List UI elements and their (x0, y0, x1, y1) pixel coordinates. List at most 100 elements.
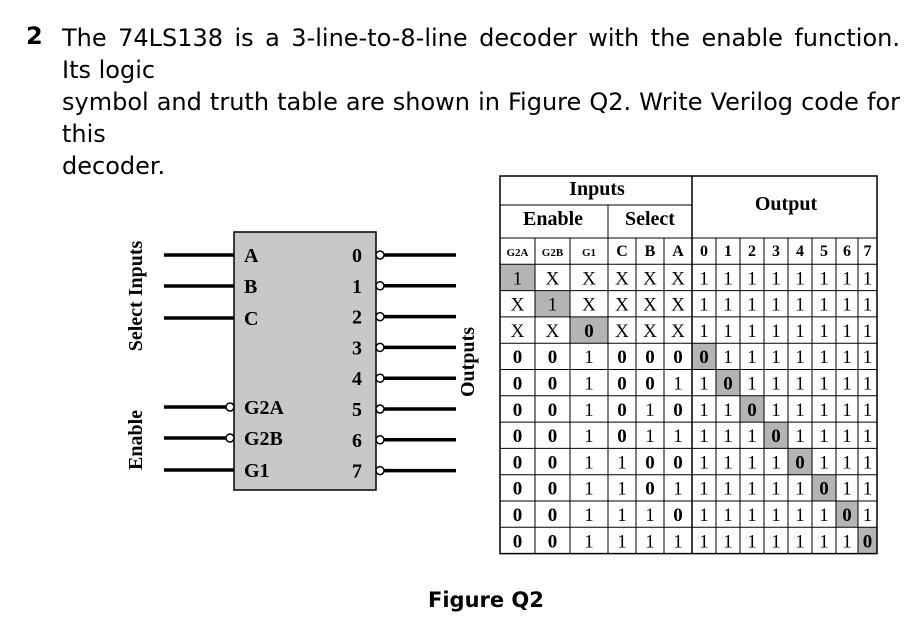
table-cell: 0 (699, 347, 709, 368)
table-cell: 1 (819, 452, 829, 473)
inversion-bubble (225, 402, 235, 412)
table-cell: 0 (513, 426, 523, 447)
table-cell: 0 (548, 347, 558, 368)
inputs-header: Inputs (569, 178, 625, 200)
input-label-g2a: G2A (244, 397, 285, 419)
question-line-1: The 74LS138 is a 3-line-to-8-line decode… (62, 24, 900, 84)
table-cell: 1 (795, 347, 805, 368)
table-cell: 1 (699, 321, 709, 342)
table-cell: 1 (863, 374, 873, 395)
table-cell: 1 (842, 479, 852, 500)
table-cell: 1 (863, 426, 873, 447)
output-label-5: 5 (352, 399, 362, 421)
table-cell: 1 (673, 426, 683, 447)
table-cell: X (671, 268, 685, 289)
column-header-0: 0 (700, 243, 708, 260)
table-cell: 0 (513, 347, 523, 368)
table-cell: 1 (747, 374, 757, 395)
table-cell: 0 (584, 321, 594, 342)
inversion-bubble (225, 433, 235, 443)
table-cell: 0 (548, 374, 558, 395)
table-cell: 0 (617, 400, 627, 421)
select-header: Select (625, 208, 675, 230)
table-cell: 1 (723, 426, 733, 447)
table-cell: 1 (795, 321, 805, 342)
table-cell: 1 (795, 268, 805, 289)
column-header-6: 6 (843, 243, 851, 260)
table-cell: 0 (617, 374, 627, 395)
truth-table-grid (499, 175, 878, 555)
table-cell: 1 (699, 505, 709, 526)
table-cell: 1 (795, 531, 805, 552)
table-cell: 0 (513, 400, 523, 421)
table-cell: 1 (673, 531, 683, 552)
output-label-0: 0 (352, 245, 362, 267)
highlight-cell (500, 264, 535, 291)
table-cell: 1 (863, 505, 873, 526)
table-cell: 1 (771, 400, 781, 421)
table-cell: 1 (842, 400, 852, 421)
table-cell: 0 (513, 479, 523, 500)
table-cell: X (582, 268, 596, 289)
table-cell: 1 (842, 321, 852, 342)
table-cell: 0 (617, 347, 627, 368)
table-cell: 1 (747, 426, 757, 447)
table-cell: 0 (548, 400, 558, 421)
table-cell: 1 (819, 374, 829, 395)
select-inputs-label: Select Inputs (125, 241, 147, 352)
table-cell: 1 (863, 452, 873, 473)
highlight-cell (740, 395, 764, 423)
input-label-c: C (244, 308, 258, 330)
table-cell: 0 (645, 452, 655, 473)
table-cell: 1 (747, 531, 757, 552)
output-bubble (375, 373, 385, 383)
table-cell: 0 (673, 452, 683, 473)
figure-caption: Figure Q2 (428, 588, 544, 612)
table-cell: 1 (723, 321, 733, 342)
output-bubble (375, 435, 385, 445)
table-cell: 1 (747, 321, 757, 342)
table-cell: 1 (645, 426, 655, 447)
table-cell: 1 (747, 268, 757, 289)
table-cell: 1 (771, 479, 781, 500)
table-cell: 1 (699, 426, 709, 447)
output-bubble (375, 311, 385, 322)
table-cell: 1 (795, 400, 805, 421)
table-cell: 0 (513, 531, 523, 552)
symbol-pins (164, 250, 456, 476)
truth-table-highlights (500, 264, 877, 554)
column-header-5: 5 (820, 243, 828, 260)
table-cell: 1 (617, 452, 627, 473)
table-cell: 1 (723, 268, 733, 289)
table-cell: 0 (513, 374, 523, 395)
table-cell: 1 (819, 505, 829, 526)
highlight-cell (836, 501, 858, 528)
table-cell: 1 (673, 374, 683, 395)
table-cell: 1 (842, 374, 852, 395)
table-cell: 0 (819, 479, 829, 500)
table-cell: 1 (699, 452, 709, 473)
table-cell: X (546, 321, 560, 342)
highlight-cell (692, 343, 716, 370)
decoder-body (233, 231, 377, 491)
table-cell: 1 (747, 452, 757, 473)
highlight-cell (788, 448, 812, 475)
output-label-4: 4 (352, 368, 362, 390)
table-cell: 0 (673, 347, 683, 368)
output-bubble (375, 465, 385, 476)
table-cell: 1 (723, 347, 733, 368)
table-cell: 1 (771, 295, 781, 316)
output-bubble (375, 342, 385, 353)
table-cell: 1 (747, 505, 757, 526)
table-cell: 1 (584, 479, 594, 500)
table-cell: 0 (548, 426, 558, 447)
highlight-cell (812, 474, 836, 501)
table-cell: 1 (548, 295, 558, 316)
table-cell: 0 (548, 531, 558, 552)
table-cell: 1 (584, 505, 594, 526)
table-cell: X (615, 268, 629, 289)
question-line-3: decoder. (62, 152, 166, 180)
table-cell: 1 (795, 374, 805, 395)
